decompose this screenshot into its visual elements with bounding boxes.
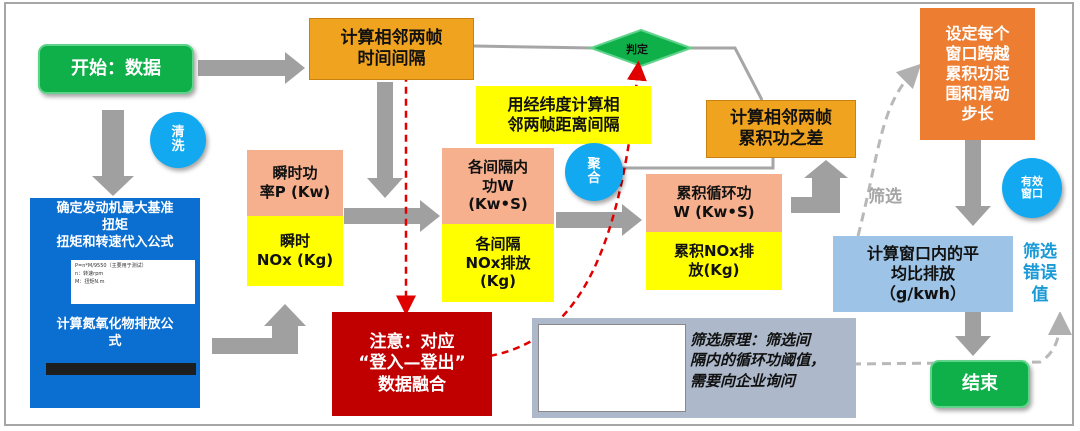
note-label: 注意：对应 “登入—登出” 数据融合: [358, 332, 466, 395]
arrow-start-to-interval: [198, 52, 305, 84]
start-label: 开始：数据: [71, 57, 161, 79]
arrow-start-to-engine: [92, 110, 134, 196]
compute-interval-node: 计算相邻两帧 时间间隔: [309, 18, 474, 80]
calc-work-diff-node: 计算相邻两帧 累积功之差: [706, 100, 856, 158]
arrow-interval-to-cum: [556, 204, 642, 236]
inst-nox-label: 瞬时 NOx (Kg): [256, 232, 334, 269]
interval-work-node: 各间隔内 功W (Kw•S): [442, 148, 554, 224]
arrow-power-to-interval-work: [344, 200, 440, 232]
distance-interval-label: 用经纬度计算相 邻两帧距离间隔: [507, 95, 620, 134]
note-node: 注意：对应 “登入—登出” 数据融合: [332, 312, 492, 416]
clean-badge: 清 洗: [150, 112, 206, 168]
interval-nox-label: 各间隔 NOx排放 (Kg): [465, 234, 531, 291]
cum-work-label: 累积循环功 W (Kw•S): [673, 184, 755, 221]
interval-nox-node: 各间隔 NOx排放 (Kg): [442, 224, 554, 302]
end-node: 结束: [930, 360, 1030, 408]
arrow-window-down: [955, 140, 991, 226]
inst-power-label: 瞬时功 率P (Kw): [259, 164, 331, 201]
arrow-interval-down: [367, 82, 403, 198]
interval-work-label: 各间隔内 功W (Kw•S): [467, 157, 528, 214]
formula-line: M：扭矩N.m: [75, 279, 105, 285]
formula-line: n：转速rpm: [75, 271, 104, 277]
valid-window-label: 有效 窗口: [1021, 174, 1043, 200]
window-setup-node: 设定每个 窗口跨越 累积功范 围和滑动 步长: [920, 8, 1035, 140]
arrow-engine-to-power: [212, 304, 306, 354]
inst-nox-node: 瞬时 NOx (Kg): [247, 216, 343, 286]
distance-interval-node: 用经纬度计算相 邻两帧距离间隔: [476, 86, 651, 144]
cum-nox-node: 累积NOx排 放(Kg): [646, 232, 782, 290]
formula-image: [538, 324, 686, 412]
dashed-to-window: [856, 63, 922, 237]
engine-formula-panel: 确定发动机最大基准 扭矩 扭矩和转速代入公式 P=n*M/9550（主要用于测试…: [30, 198, 200, 408]
calc-work-diff-label: 计算相邻两帧 累积功之差: [730, 107, 832, 149]
clean-label: 清 洗: [171, 124, 185, 154]
dashed-principle-to-filter: [851, 311, 1072, 366]
cum-nox-label: 累积NOx排 放(Kg): [674, 242, 754, 279]
code-thumbnail: [46, 363, 196, 375]
principle-panel: 筛选原理：筛选间 隔内的循环功阈值， 需要向企业询问: [532, 318, 856, 418]
line-loop-back: [613, 155, 775, 170]
filter-annotation: 筛选: [868, 187, 902, 207]
aggregate-label: 聚 合: [587, 156, 601, 186]
window-setup-label: 设定每个 窗口跨越 累积功范 围和滑动 步长: [945, 24, 1010, 123]
diagram-border: [4, 2, 1074, 426]
valid-window-badge: 有效 窗口: [1002, 158, 1062, 218]
compute-interval-label: 计算相邻两帧 时间间隔: [340, 27, 443, 69]
cum-work-node: 累积循环功 W (Kw•S): [646, 174, 782, 232]
engine-nox-title: 计算氮氧化物排放公 式: [56, 317, 174, 349]
window-avg-label: 计算窗口内的平 均比排放 （g/kwh）: [866, 244, 979, 303]
line-interval-to-decide: [473, 44, 595, 50]
aggregate-badge: 聚 合: [565, 143, 623, 201]
engine-title: 确定发动机最大基准 扭矩 扭矩和转速代入公式: [56, 201, 174, 250]
principle-label: 筛选原理：筛选间 隔内的循环功阈值， 需要向企业询问: [690, 331, 826, 390]
inst-power-node: 瞬时功 率P (Kw): [247, 150, 343, 216]
filter-errors-node: 筛选 错误 值: [1013, 236, 1067, 312]
line-decide-to-diff: [688, 46, 764, 101]
arrow-avg-to-end: [955, 312, 991, 356]
decide-label: 判定: [626, 43, 648, 56]
formula-line: P=n*M/9550（主要用于测试）: [75, 263, 147, 269]
start-node: 开始：数据: [38, 44, 194, 94]
window-avg-node: 计算窗口内的平 均比排放 （g/kwh）: [833, 236, 1013, 312]
red-dashed-note-to-decide: [489, 60, 647, 358]
arrow-cum-to-diff: [791, 160, 848, 213]
filter-errors-label: 筛选 错误 值: [1023, 242, 1057, 305]
formula-thumbnail: P=n*M/9550（主要用于测试） n：转速rpm M：扭矩N.m: [71, 260, 195, 304]
end-label: 结束: [962, 372, 998, 394]
